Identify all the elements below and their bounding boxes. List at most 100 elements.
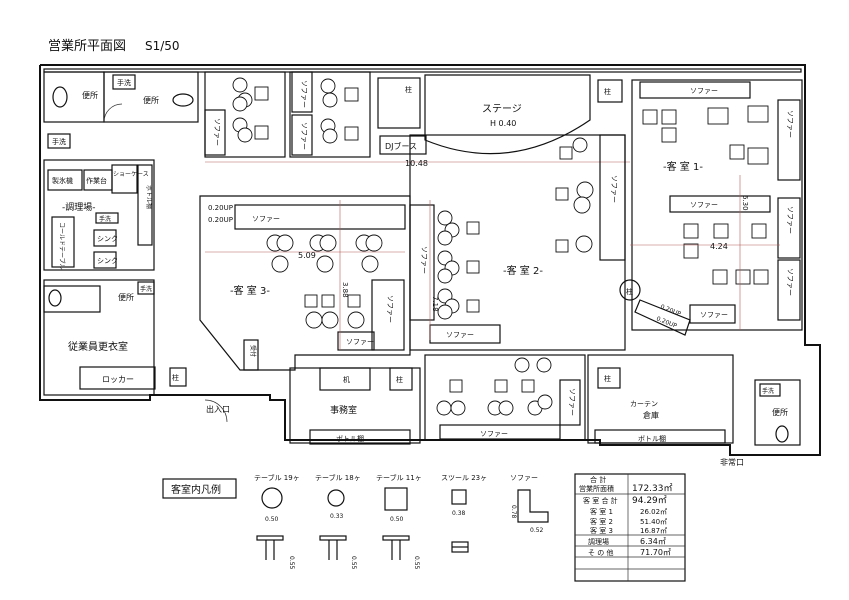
sofa-room2 — [599, 134, 626, 261]
sofa-label: ソファー — [700, 311, 728, 319]
area-table — [574, 473, 686, 582]
sofa-label: ソファー — [420, 246, 428, 274]
area-row-label: そ の 他 — [588, 548, 613, 557]
legend-size: 0.52 — [530, 527, 544, 534]
dj-booth — [379, 135, 427, 155]
step-label: 0.20UP — [655, 315, 678, 330]
area-row-label: 客 室 合 計 — [583, 496, 618, 505]
dim-label: 6.30 — [741, 195, 749, 211]
staff-room — [43, 279, 155, 396]
bottle-shelf-label: ボトル棚 — [336, 434, 364, 443]
legend-height: 0.55 — [413, 556, 420, 570]
sofa-room1 — [689, 304, 736, 324]
handwash-label: 手洗 — [99, 215, 111, 223]
sofa-room1 — [669, 195, 771, 213]
toilet-label-3: 便所 — [118, 292, 134, 302]
pillar-label: 柱 — [604, 374, 611, 383]
dj-label: DJブース — [385, 141, 417, 151]
area-row-value: 16.87㎡ — [640, 527, 667, 535]
outer-wall-inner — [43, 68, 802, 73]
area-row-value: 6.34㎡ — [640, 537, 666, 546]
sofa-label: ソファー — [252, 215, 280, 223]
sofa-room1 — [777, 197, 801, 259]
handwash-label: 手洗 — [762, 387, 774, 395]
toilet-label-1: 便所 — [82, 90, 98, 100]
ice-machine — [47, 169, 83, 191]
showcase — [111, 164, 138, 194]
sink-2 — [93, 251, 117, 269]
sofa-room1 — [639, 81, 751, 99]
sofa-room2 — [559, 379, 581, 426]
room3-label: -客 室 3- — [230, 284, 270, 297]
locker — [79, 366, 156, 390]
room2-tables — [437, 137, 594, 320]
sofa-room3 — [234, 204, 406, 230]
sofa-label: ソファー — [480, 430, 508, 438]
legend-square-table — [384, 487, 408, 511]
sofa-room2 — [439, 424, 561, 440]
dim-label: 3.88 — [341, 282, 349, 298]
legend-title-box — [162, 478, 237, 499]
room1-label: -客 室 1- — [663, 160, 703, 173]
bottle-shelf-label: ボトル棚 — [638, 434, 666, 443]
toilet-room-3 — [43, 285, 101, 313]
stage-height: H 0.40 — [490, 119, 516, 128]
plan-title: 営業所平面図 — [48, 38, 126, 54]
room2-lower — [424, 354, 586, 441]
handwash-box — [95, 212, 119, 224]
legend-stool — [451, 489, 467, 505]
sofa-room1 — [777, 259, 801, 321]
sofa-booth — [291, 71, 313, 113]
pillar — [597, 367, 621, 389]
sofa-label: ソファー — [610, 175, 618, 203]
area-row-label: 客 室 3 — [590, 526, 613, 535]
ramp — [634, 299, 691, 336]
sofa-label: ソファー — [786, 206, 794, 234]
area-row-value: 172.33㎡ — [632, 483, 673, 494]
room1 — [631, 79, 803, 331]
handwash-box — [47, 133, 71, 149]
legend-item-label: テーブル 18ヶ — [315, 473, 361, 482]
sofa-room3 — [337, 331, 375, 351]
locker-label: ロッカー — [102, 375, 134, 384]
sofa-label: ソファー — [690, 201, 718, 209]
handwash-label: 手洗 — [117, 78, 131, 87]
legend-small-table — [327, 489, 345, 507]
sofa-label: ソファー — [446, 331, 474, 339]
sink-1 — [93, 229, 117, 247]
booth-1-tables — [232, 77, 269, 143]
door-swing — [204, 399, 228, 423]
reception-counter — [243, 339, 259, 371]
pillar-label: 柱 — [626, 287, 633, 296]
kitchen-room — [43, 159, 155, 271]
toilet-icon — [52, 86, 68, 108]
area-row-value: 51.40㎡ — [640, 518, 667, 526]
area-row-value: 71.70㎡ — [640, 548, 671, 557]
area-row-label: 営業所面積 — [579, 484, 614, 493]
toilet-label-4: 便所 — [772, 407, 788, 417]
handwash-box — [112, 74, 136, 90]
area-row-value: 94.29㎡ — [632, 495, 667, 506]
sofa-label: ソファー — [386, 295, 394, 323]
step-label: 0.20UP — [208, 216, 233, 224]
handwash-box — [137, 281, 155, 295]
dim-label: 4.24 — [710, 242, 728, 251]
area-row-value: 26.02㎡ — [640, 508, 667, 516]
area-row-label: 客 室 2 — [590, 517, 613, 526]
storage-label: 倉庫 — [643, 410, 659, 420]
legend-size: 0.78 — [510, 505, 517, 519]
bottle-shelf — [594, 429, 726, 444]
room1-tables — [642, 105, 769, 285]
sofa-room2 — [409, 204, 435, 321]
legend-sofa — [517, 489, 549, 523]
stage-pillar-box — [377, 77, 421, 129]
pillar-label: 柱 — [172, 373, 179, 382]
handwash-label: 手洗 — [52, 137, 66, 146]
sofa-label: ソファー — [346, 338, 374, 346]
door-swing — [103, 103, 123, 123]
sofa-room1 — [777, 99, 801, 181]
pillar-label: 柱 — [604, 87, 611, 96]
exit-label: 非常口 — [720, 457, 744, 467]
pillar — [619, 279, 641, 301]
toilet-icon — [775, 425, 789, 443]
